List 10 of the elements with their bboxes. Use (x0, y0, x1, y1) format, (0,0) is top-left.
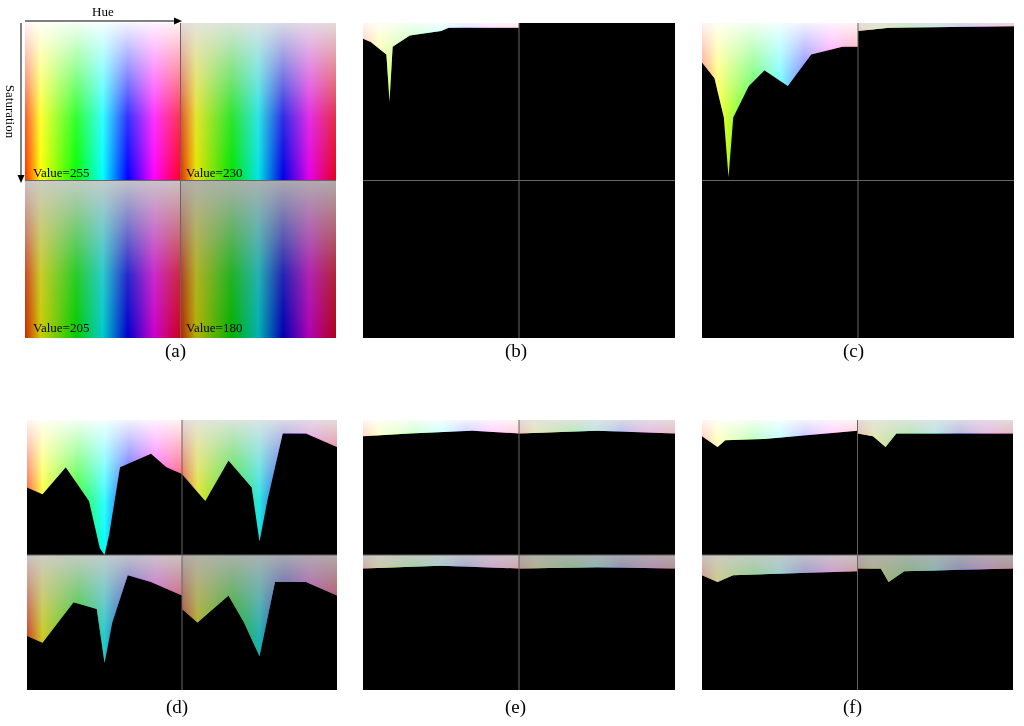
panel-label: (f) (843, 697, 862, 716)
panel-label: (b) (505, 341, 528, 360)
panel-label: (e) (505, 697, 527, 716)
value-label: Value=180 (186, 321, 243, 334)
value-label: Value=230 (186, 166, 243, 179)
axis-label: Saturation (3, 83, 17, 141)
panel-label: (c) (843, 341, 865, 360)
panel-label: (a) (165, 341, 187, 360)
axis-label: Hue (92, 5, 114, 18)
panel-label: (d) (166, 697, 189, 716)
